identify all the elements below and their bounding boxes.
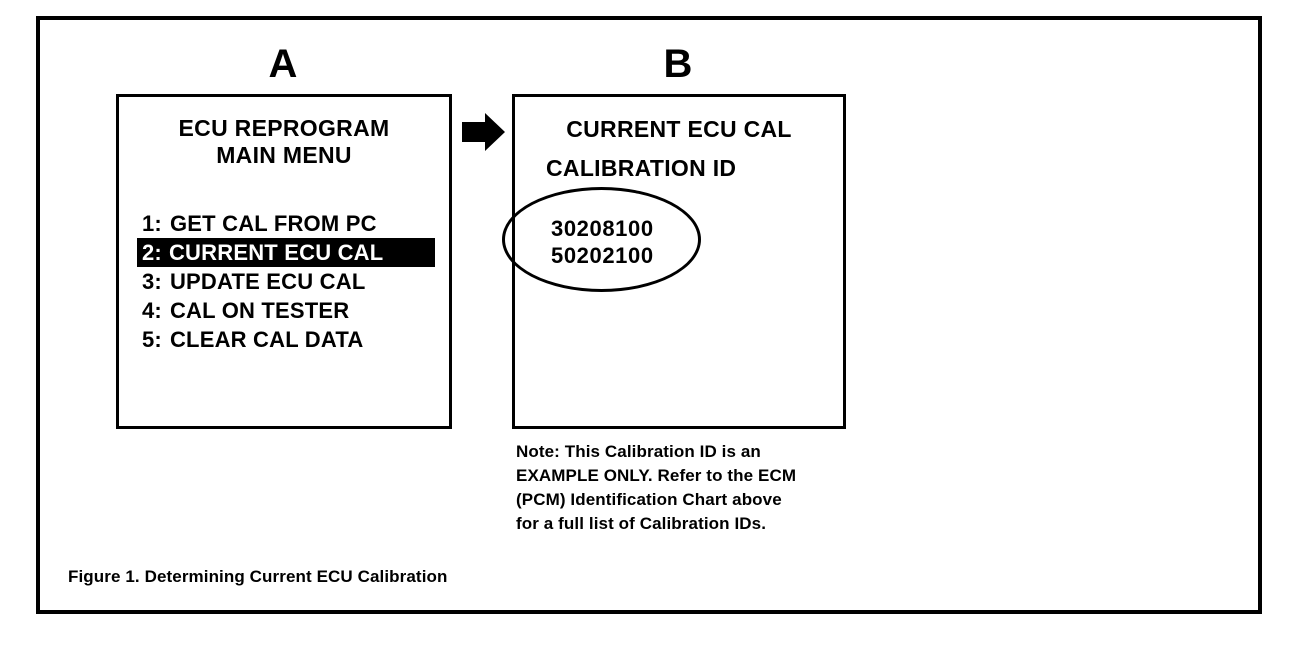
menu-item[interactable]: 1: GET CAL FROM PC <box>137 209 437 238</box>
menu-item-label: CAL ON TESTER <box>169 298 350 323</box>
menu-item-index: 1: <box>142 211 162 236</box>
note-line: Note: This Calibration ID is an <box>516 442 761 461</box>
note-line: EXAMPLE ONLY. Refer to the ECM <box>516 466 797 485</box>
calibration-screen-header: CURRENT ECU CAL <box>566 116 792 142</box>
menu-item-label: CLEAR CAL DATA <box>169 327 364 352</box>
menu-item-label: GET CAL FROM PC <box>169 211 377 236</box>
figure-caption: Figure 1. Determining Current ECU Calibr… <box>68 567 448 586</box>
menu-item[interactable]: 4: CAL ON TESTER <box>137 296 437 325</box>
arrow-right-icon <box>462 112 506 152</box>
note-line: (PCM) Identification Chart above <box>516 490 782 509</box>
panel-a-menu-screen: ECU REPROGRAM MAIN MENU 1: GET CAL FROM P… <box>116 94 452 429</box>
menu-title-line-2: MAIN MENU <box>216 142 352 168</box>
menu-title-line-1: ECU REPROGRAM <box>178 115 390 141</box>
menu-item-index: 3: <box>142 269 162 294</box>
menu-item-index: 2: <box>142 240 162 265</box>
menu-item[interactable]: 5: CLEAR CAL DATA <box>137 325 437 354</box>
panel-label-b: B <box>663 42 693 86</box>
menu-item-label: CURRENT ECU CAL <box>168 240 384 265</box>
calibration-id-value: 50202100 <box>551 243 654 268</box>
note-line: for a full list of Calibration IDs. <box>516 514 767 533</box>
panel-label-a: A <box>268 42 298 86</box>
calibration-id-label: CALIBRATION ID <box>546 155 737 181</box>
menu-item-label: UPDATE ECU CAL <box>169 269 366 294</box>
menu-item[interactable]: 2:CURRENT ECU CAL <box>137 238 435 267</box>
example-only-note: Note: This Calibration ID is an EXAMPLE O… <box>516 440 936 536</box>
menu-item[interactable]: 3: UPDATE ECU CAL <box>137 267 437 296</box>
menu-item-index: 5: <box>142 327 162 352</box>
calibration-id-value: 30208100 <box>551 216 654 241</box>
menu-item-index: 4: <box>142 298 162 323</box>
